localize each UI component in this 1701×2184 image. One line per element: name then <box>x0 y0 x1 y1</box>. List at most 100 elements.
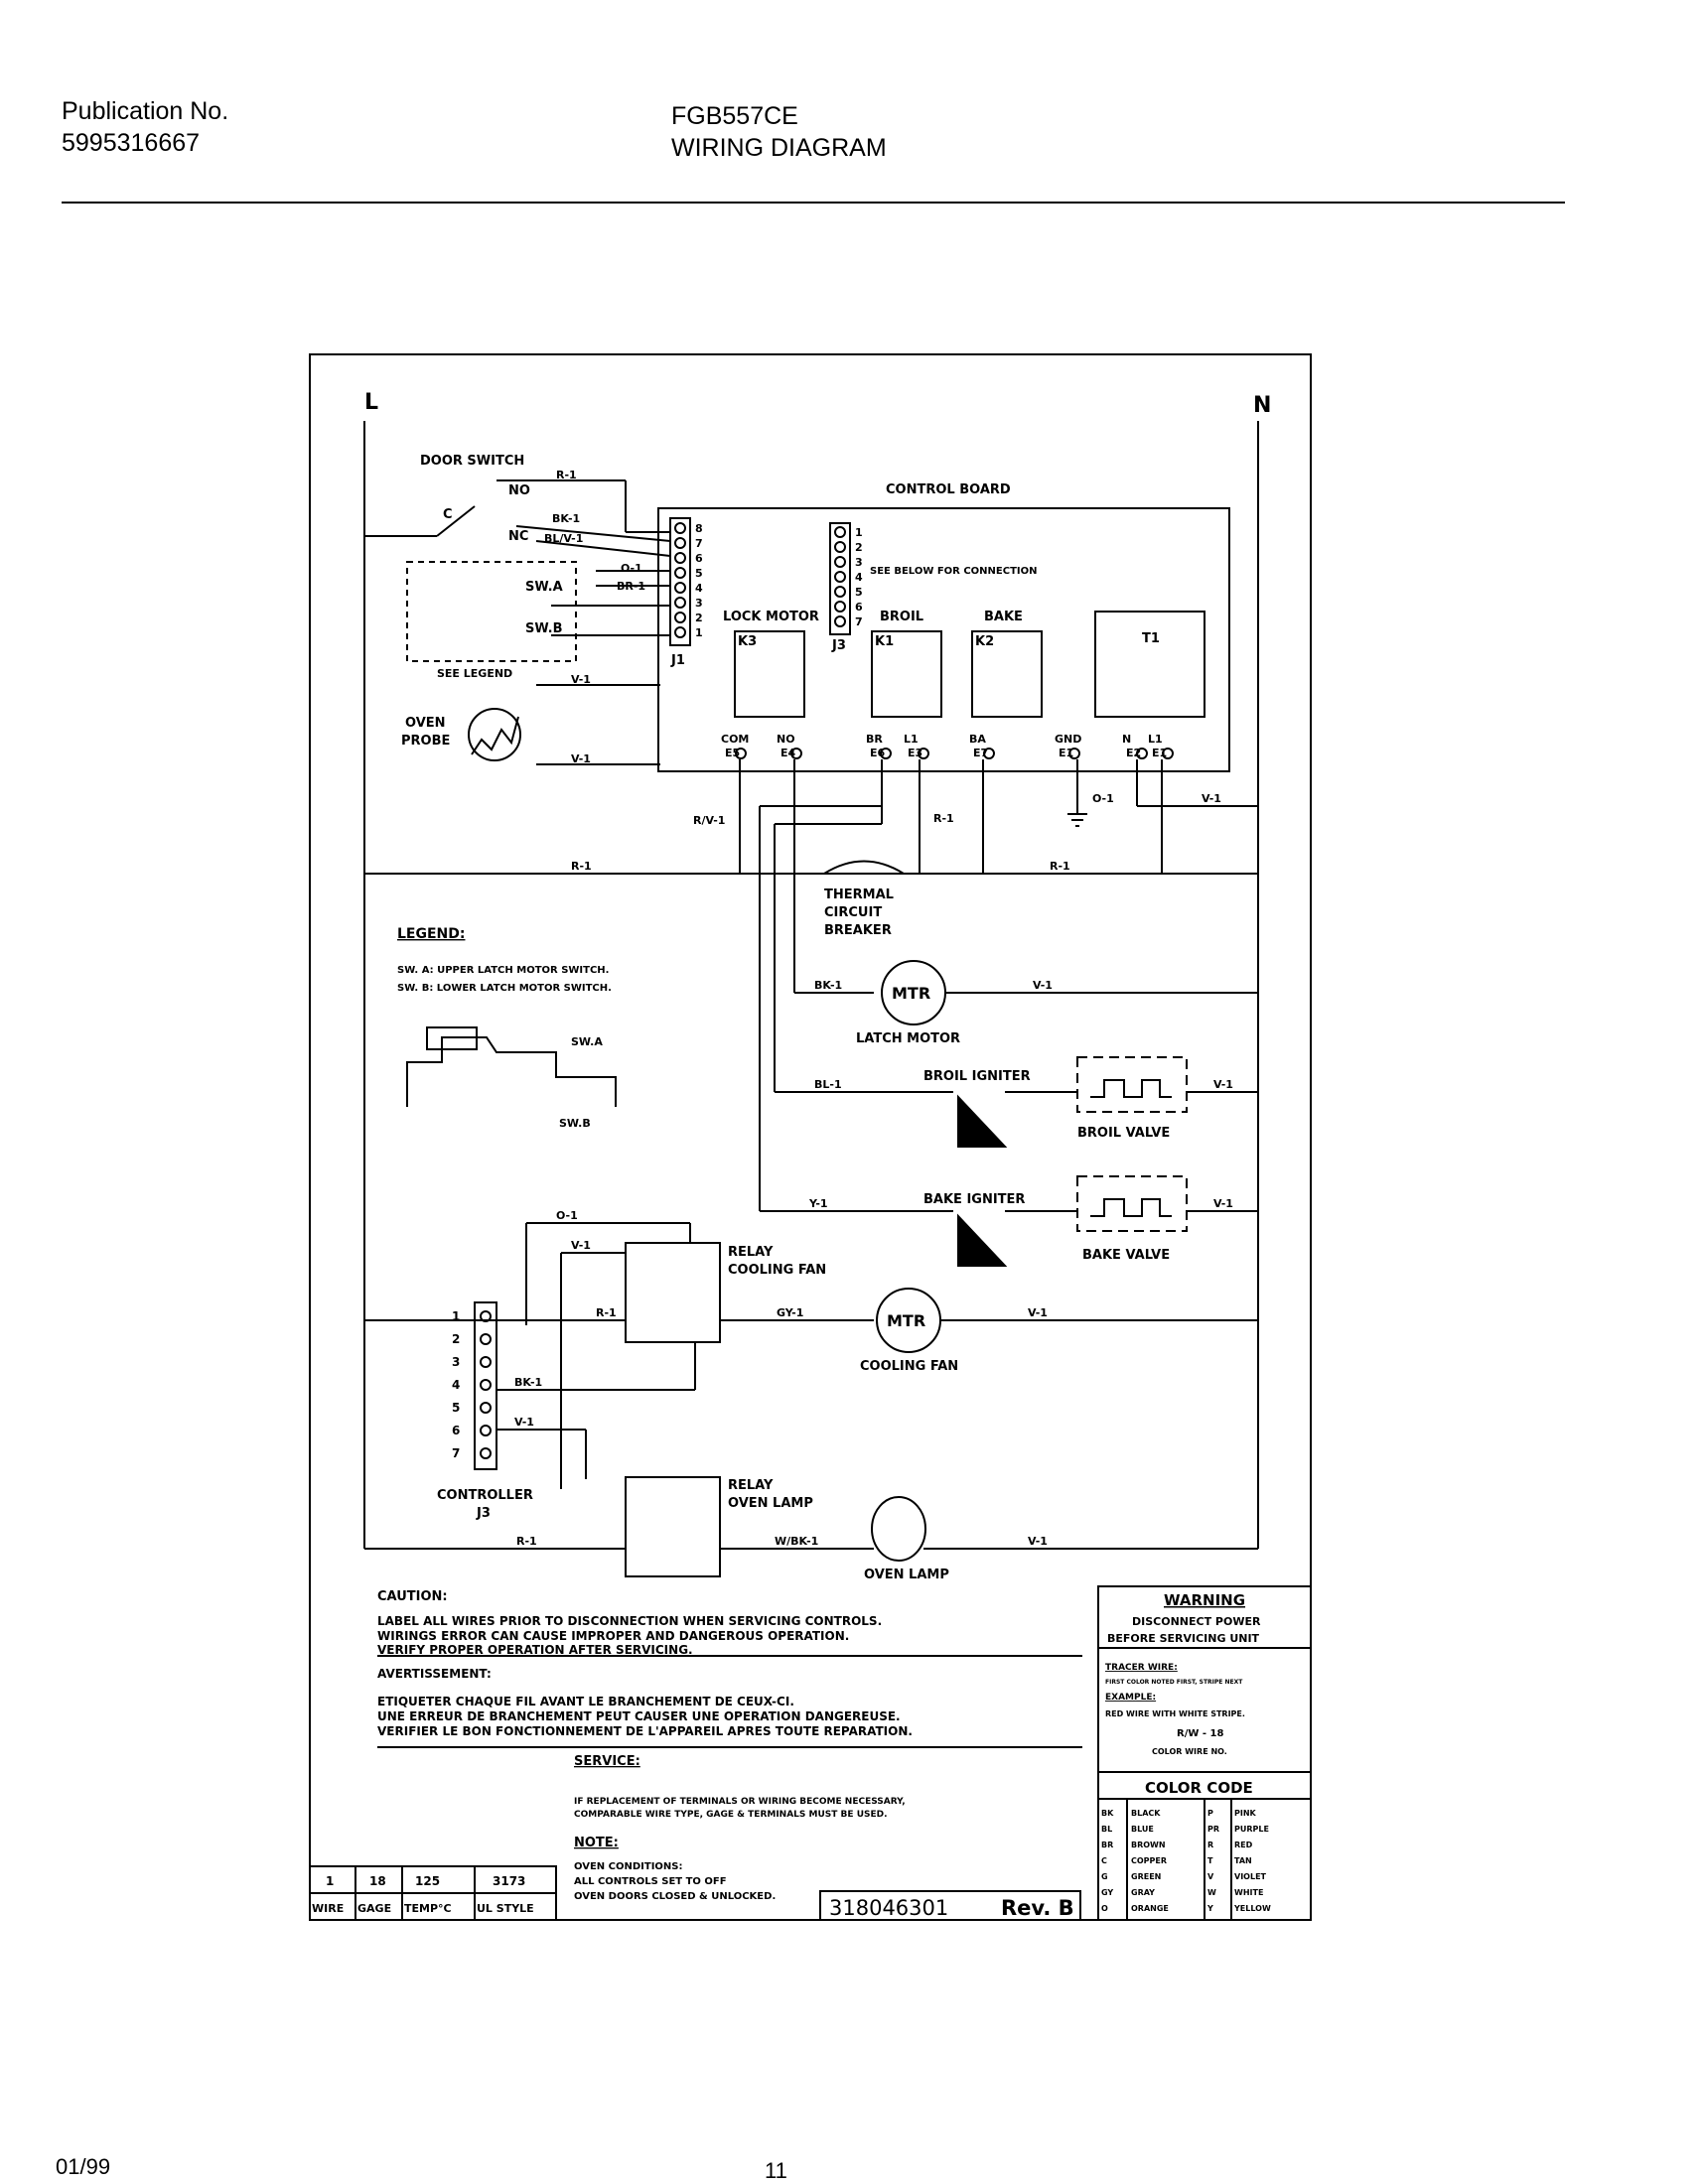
board-terminal <box>918 748 929 759</box>
j1-pin-label: 4 <box>695 582 703 595</box>
color-code-cell: R <box>1207 1841 1213 1849</box>
example-title: EXAMPLE: <box>1105 1693 1156 1703</box>
avert-line-3: VERIFIER LE BON FONCTIONNEMENT DE L'APPA… <box>377 1724 913 1738</box>
color-code-cell: BROWN <box>1131 1841 1166 1849</box>
color-code-cell: T <box>1207 1856 1213 1865</box>
switch-nc-label: NC <box>508 529 528 544</box>
j1-pin-label: 7 <box>695 537 703 550</box>
warning-title: WARNING <box>1164 1591 1245 1609</box>
j3-pin-terminal <box>834 571 846 583</box>
board-terminal-name: N <box>1122 733 1131 746</box>
wire-table-header: TEMP°C <box>404 1902 452 1915</box>
board-terminal <box>735 748 747 759</box>
wire-table-value: 125 <box>415 1874 440 1888</box>
color-code-cell: BL <box>1101 1825 1112 1834</box>
caution-line-3: VERIFY PROPER OPERATION AFTER SERVICING. <box>377 1643 693 1657</box>
k2-relay <box>971 630 1043 718</box>
j1-pin-terminal <box>674 597 686 609</box>
thermal-breaker <box>823 860 905 875</box>
see-legend-label: SEE LEGEND <box>437 667 512 680</box>
example-line-2: R/W - 18 <box>1177 1728 1223 1739</box>
publication-label: Publication No. <box>62 97 229 125</box>
board-terminal <box>1162 748 1174 759</box>
j3-pin-label: 4 <box>855 571 863 584</box>
page-title: WIRING DIAGRAM <box>671 134 887 162</box>
board-terminal-name: NO <box>777 733 795 746</box>
broil-igniter-label: BROIL IGNITER <box>923 1069 1031 1084</box>
controller-pin-label: 6 <box>452 1424 460 1437</box>
controller-pin-terminal <box>480 1310 492 1322</box>
wire-gy1-label: GY-1 <box>777 1306 803 1319</box>
j1-pin-label: 8 <box>695 522 703 535</box>
controller-pin-terminal <box>480 1356 492 1368</box>
color-code-cell: RED <box>1234 1841 1253 1849</box>
k3-label: K3 <box>738 634 757 649</box>
wire-v1-board-label: V-1 <box>1202 792 1221 805</box>
wire-v1-lamp-label: V-1 <box>1028 1535 1048 1548</box>
caution-line-2: WIRINGS ERROR CAN CAUSE IMPROPER AND DAN… <box>377 1629 849 1643</box>
switch-c-label: C <box>443 507 453 522</box>
color-code-cell: PINK <box>1234 1809 1257 1818</box>
board-terminal <box>1136 748 1148 759</box>
tracer-title: TRACER WIRE: <box>1105 1663 1178 1673</box>
j3-pin-label: 7 <box>855 615 863 628</box>
service-title: SERVICE: <box>574 1754 640 1769</box>
j1-pin-label: 2 <box>695 612 703 624</box>
t1-transformer <box>1094 611 1205 718</box>
controller-pin-label: 1 <box>452 1309 460 1323</box>
broil-valve-label: BROIL VALVE <box>1077 1126 1170 1141</box>
caution-title: CAUTION: <box>377 1589 448 1604</box>
thermal-label-2: CIRCUIT <box>824 905 882 920</box>
color-code-cell: WHITE <box>1234 1888 1263 1897</box>
color-code-cell: O <box>1101 1904 1108 1913</box>
color-code-cell: COPPER <box>1131 1856 1167 1865</box>
example-line-1: RED WIRE WITH WHITE STRIPE. <box>1105 1709 1245 1718</box>
line-l-label: L <box>364 390 378 415</box>
wire-bl1-label: BL-1 <box>814 1078 842 1091</box>
j1-pin-terminal <box>674 626 686 638</box>
warning-line-1: DISCONNECT POWER <box>1132 1615 1261 1628</box>
caution-line-1: LABEL ALL WIRES PRIOR TO DISCONNECTION W… <box>377 1614 882 1628</box>
j3-pin-terminal <box>834 526 846 538</box>
wire-v1-broil-label: V-1 <box>1213 1078 1233 1091</box>
latch-switch-box <box>406 561 577 662</box>
color-code-cell: P <box>1207 1809 1213 1818</box>
j1-pin-terminal <box>674 567 686 579</box>
model-number: FGB557CE <box>671 102 798 130</box>
color-code-cell: GRAY <box>1131 1888 1155 1897</box>
legend-sw-b: SW. B: LOWER LATCH MOTOR SWITCH. <box>397 983 612 994</box>
wire-bk1-motor-label: BK-1 <box>814 979 842 992</box>
j3-pin-label: 1 <box>855 526 863 539</box>
relay-cooling-fan <box>625 1242 721 1343</box>
wire-v1-label: V-1 <box>571 673 591 686</box>
j1-pin-label: 6 <box>695 552 703 565</box>
bake-igniter-label: BAKE IGNITER <box>923 1192 1025 1207</box>
warning-line-2: BEFORE SERVICING UNIT <box>1107 1632 1260 1645</box>
wire-v1-relay-label: V-1 <box>571 1239 591 1252</box>
oven-lamp-label: OVEN LAMP <box>864 1568 949 1582</box>
header-rule <box>62 202 1565 204</box>
thermal-label-1: THERMAL <box>824 887 894 902</box>
line-n-label: N <box>1253 393 1271 418</box>
board-terminal <box>880 748 892 759</box>
controller-pin-label: 4 <box>452 1378 460 1392</box>
color-code-cell: BLUE <box>1131 1825 1154 1834</box>
controller-pin-terminal <box>480 1447 492 1459</box>
service-line-2: COMPARABLE WIRE TYPE, GAGE & TERMINALS M… <box>574 1810 888 1820</box>
wire-blv1-label: BL/V-1 <box>544 532 583 545</box>
j1-pin-terminal <box>674 537 686 549</box>
color-code-title: COLOR CODE <box>1145 1779 1253 1797</box>
wire-bk1-controller-label: BK-1 <box>514 1376 542 1389</box>
legend-switch-drawing <box>406 1036 617 1107</box>
controller-pin-label: 3 <box>452 1355 460 1369</box>
part-rev: Rev. B <box>1001 1896 1074 1920</box>
footer-date: 01/99 <box>56 2154 111 2179</box>
broil-igniter <box>957 1094 1008 1148</box>
j1-pin-label: 3 <box>695 597 703 610</box>
bake-igniter <box>957 1213 1008 1267</box>
j1-pin-label: 5 <box>695 567 703 580</box>
